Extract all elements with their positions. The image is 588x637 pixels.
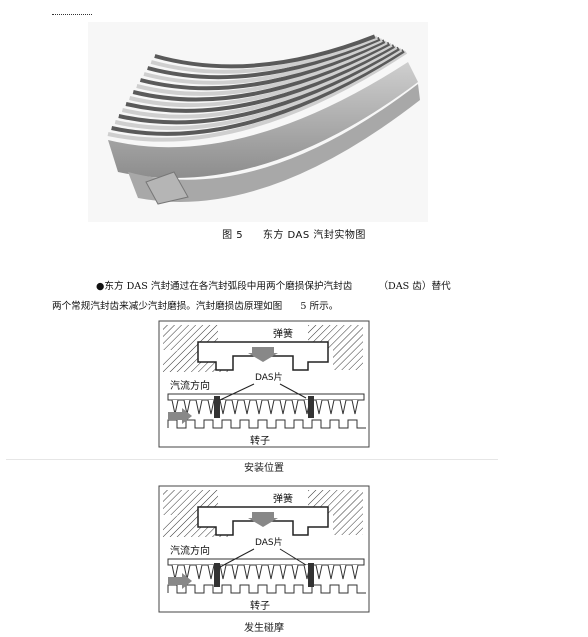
flow-arrow-icon — [168, 573, 192, 589]
flow-direction-label: 汽流方向 — [170, 544, 210, 557]
seal-tooth — [243, 399, 251, 415]
seal-tooth — [279, 399, 287, 415]
seal-fin — [143, 38, 383, 85]
seal-tooth — [351, 564, 359, 580]
seal-tooth — [279, 564, 287, 580]
das-piece-label: DAS片 — [255, 536, 283, 548]
rotor-label: 转子 — [250, 434, 270, 447]
faint-rule — [6, 459, 498, 460]
seal-tooth — [243, 564, 251, 580]
seal-tooth — [267, 399, 275, 415]
figure-number: 图 5 — [222, 230, 244, 241]
seal-tooth — [207, 399, 215, 415]
das-piece-left — [214, 396, 220, 418]
seal-fin — [107, 50, 408, 142]
diagram-collision: 弹簧 汽流方向 DAS片 转子 — [158, 485, 370, 613]
seal-tooth — [291, 399, 299, 415]
spring-label: 弹簧 — [273, 492, 293, 505]
seal-fin — [150, 35, 378, 74]
paragraph-line-1: ●东方 DAS 汽封通过在各汽封弧段中用两个磨损保护汽封齿 （DAS 齿）替代 — [96, 278, 588, 296]
seal-fin — [125, 44, 395, 113]
seal-fin — [114, 47, 403, 131]
diagram-installed: 弹簧 汽流方向 DAS片 转子 — [158, 320, 370, 448]
seal-fin — [139, 39, 386, 91]
das-piece-label: DAS片 — [255, 371, 283, 383]
seal-tooth — [339, 399, 347, 415]
das-piece-left — [214, 563, 220, 587]
seal-tooth — [267, 564, 275, 580]
seal-tooth — [327, 399, 335, 415]
paragraph-text-1a: ●东方 DAS 汽封通过在各汽封弧段中用两个磨损保护汽封齿 — [96, 281, 353, 292]
teeth-row — [167, 564, 366, 594]
seal-tooth — [327, 564, 335, 580]
seal-tooth — [195, 564, 203, 580]
seal-fin — [121, 45, 398, 119]
das-piece-right — [308, 563, 314, 587]
seal-tooth — [255, 399, 263, 415]
caption-collision: 发生碰摩 — [244, 623, 284, 634]
rotor-profile — [167, 584, 366, 594]
seal-tooth — [339, 564, 347, 580]
rotor-profile — [167, 419, 366, 429]
flow-arrow-icon — [168, 408, 192, 424]
seal-tooth — [291, 564, 299, 580]
seal-fin — [132, 41, 391, 102]
seal-tooth — [315, 564, 323, 580]
figure-title: 东方 DAS 汽封实物图 — [262, 230, 366, 241]
dotted-mark — [52, 14, 92, 15]
paragraph-line-2: 两个常规汽封齿来减少汽封磨损。汽封磨损齿原理如图 5 所示。 — [52, 298, 552, 316]
spring-label: 弹簧 — [273, 327, 293, 340]
das-seal-photo — [88, 22, 428, 222]
caption-installed: 安装位置 — [244, 463, 284, 474]
figure-caption: 图 5 东方 DAS 汽封实物图 — [0, 226, 588, 241]
seal-fin — [154, 34, 376, 69]
seal-tooth — [219, 399, 227, 415]
seal-tooth — [351, 399, 359, 415]
seal-fin — [147, 36, 381, 80]
flow-direction-label: 汽流方向 — [170, 379, 210, 392]
seal-tooth — [255, 564, 263, 580]
das-piece-right — [308, 396, 314, 418]
seal-tooth — [315, 399, 323, 415]
seal-fin — [111, 49, 405, 136]
seal-tooth — [231, 564, 239, 580]
seal-tooth — [195, 399, 203, 415]
seal-fin — [136, 40, 388, 96]
paragraph-text-2b: 5 所示。 — [300, 301, 339, 312]
paragraph-text-2a: 两个常规汽封齿来减少汽封磨损。汽封磨损齿原理如图 — [52, 301, 283, 312]
seal-fins — [107, 34, 408, 142]
seal-tooth — [207, 564, 215, 580]
seal-tooth — [219, 564, 227, 580]
paragraph-text-1b: （DAS 齿）替代 — [378, 281, 451, 292]
seal-tooth — [231, 399, 239, 415]
seal-fin — [118, 46, 400, 125]
rotor-label: 转子 — [250, 599, 270, 612]
seal-fin — [129, 43, 393, 108]
